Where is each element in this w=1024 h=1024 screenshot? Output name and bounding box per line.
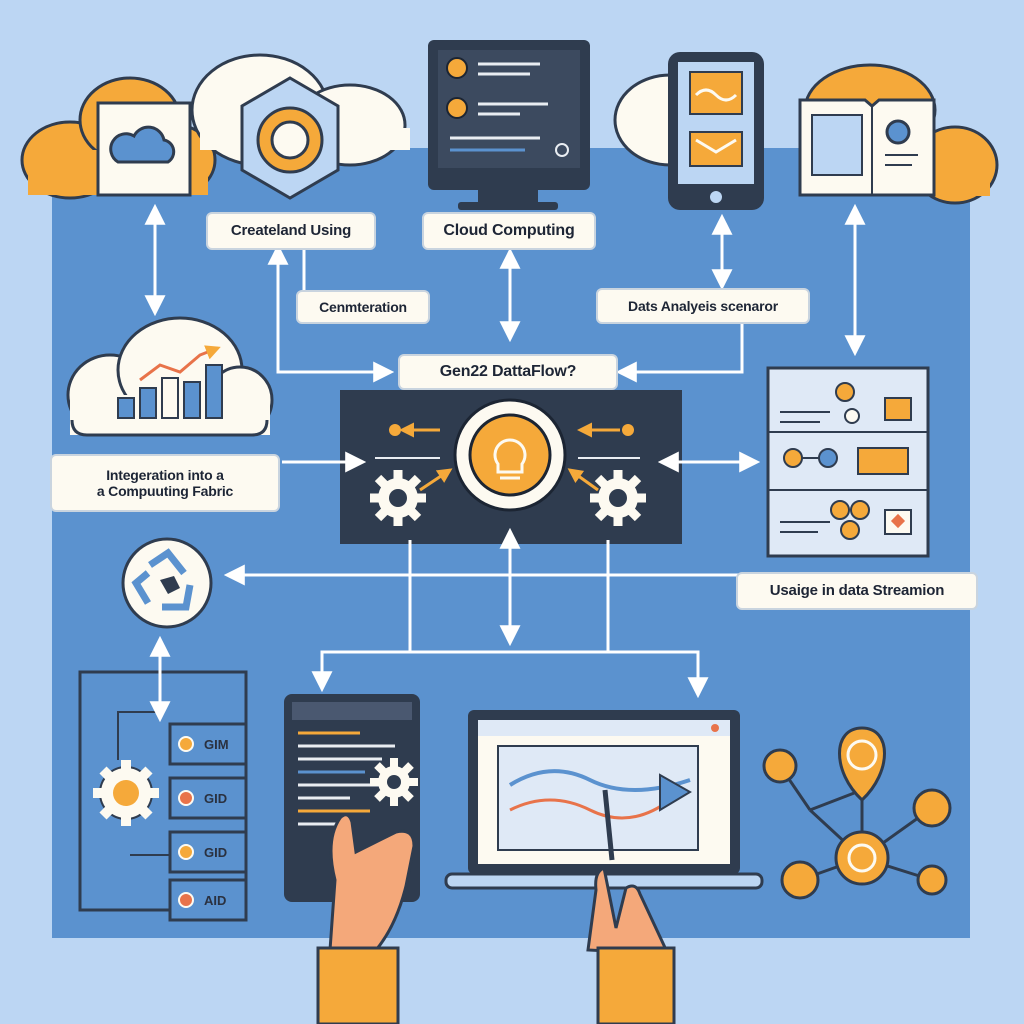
network-icon [762,726,952,900]
label-cloud-computing: Cloud Computing [422,212,596,250]
label-integration: Integeration into a a Compuuting Fabric [50,454,280,512]
label-dataflow-title: Gen22 DattaFlow? [398,354,618,390]
gid-list-item: AID [168,878,248,922]
gid-list: GIM GID GID AID [168,722,248,922]
gear-icon [590,470,646,526]
gear-icon [370,470,426,526]
gid-list-item-label: GID [204,791,227,806]
gear-icon [190,53,410,200]
hand-icon [316,813,416,1024]
connector-arrows [144,203,866,723]
label-data-analysis: Dats Analyeis scenaror [596,288,810,324]
recycle-icon [121,537,213,629]
monitor-icon [428,40,590,210]
flow-panel [766,366,930,558]
bar-chart-icon [66,316,274,437]
label-usage: Usaige in data Streamion [736,572,978,610]
cloud-icon [20,76,217,200]
lightbulb-icon [453,398,567,512]
gid-list-item-label: GID [204,845,227,860]
gear-icon [93,760,159,826]
book-icon [798,63,999,205]
laptop-icon [444,710,764,1024]
gid-list-item: GID [168,776,248,820]
tablet-icon [613,52,764,210]
label-create-using: Createland Using [206,212,376,250]
gid-list-item-label: AID [204,893,226,908]
gid-list-item: GIM [168,722,248,766]
gid-list-item-label: GIM [204,737,229,752]
label-configuration: Cenmteration [296,290,430,324]
gid-list-item: GID [168,830,248,874]
